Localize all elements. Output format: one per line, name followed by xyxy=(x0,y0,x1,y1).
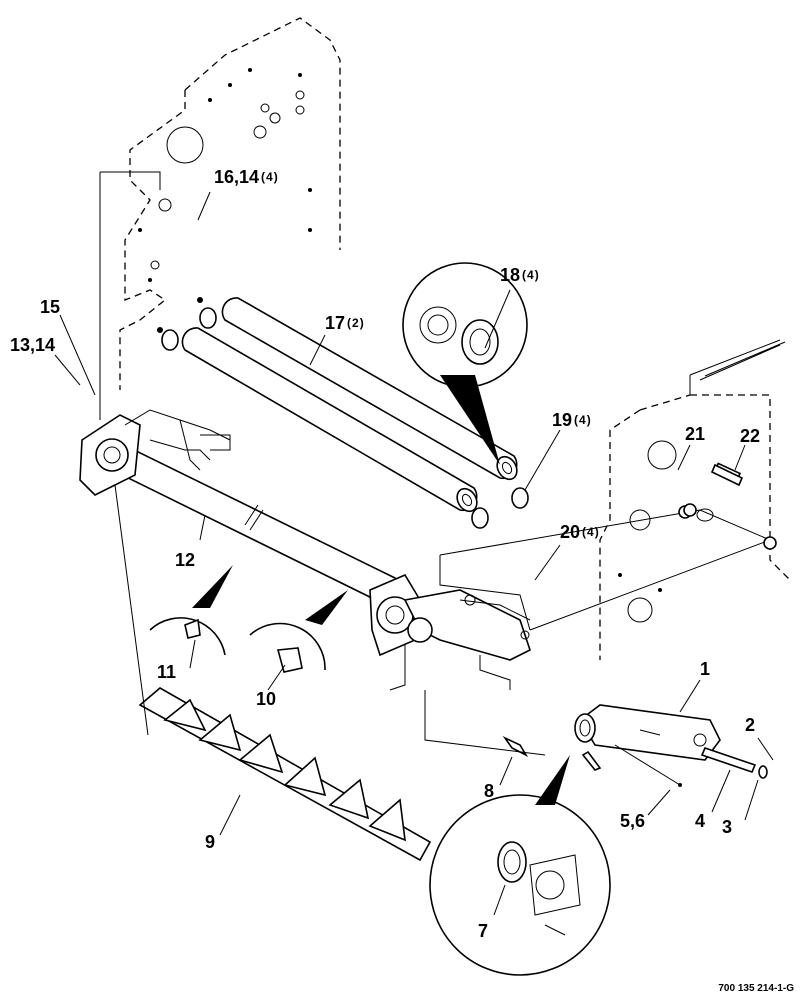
bolt-5-6 xyxy=(614,744,682,787)
figure-code: 700 135 214-1-G xyxy=(718,983,794,994)
label-9: 9 xyxy=(205,833,215,851)
label-text: 16,14 xyxy=(214,167,260,187)
label-text: 13,14 xyxy=(10,335,56,355)
left-side-sheet xyxy=(99,17,341,420)
label-text: 11 xyxy=(157,662,177,682)
left-bearing-plate xyxy=(79,409,231,496)
tine-bar xyxy=(114,484,432,862)
label-text: 17 xyxy=(325,313,346,333)
label-text: 5,6 xyxy=(620,811,646,831)
label-13-14: 13,14 xyxy=(10,336,55,354)
label-text: 3 xyxy=(722,817,733,837)
label-11: 11 xyxy=(157,663,176,681)
label-22: 22 xyxy=(740,427,760,445)
label-7: 7 xyxy=(478,922,488,940)
label-qty: (4) xyxy=(574,413,592,427)
leader-lines xyxy=(54,191,774,916)
label-4: 4 xyxy=(695,812,705,830)
label-3: 3 xyxy=(722,818,732,836)
roller-bearings xyxy=(157,297,529,529)
label-12: 12 xyxy=(175,551,195,569)
callout-11 xyxy=(149,565,233,656)
pin-8 xyxy=(424,690,546,757)
label-5-6: 5,6 xyxy=(620,812,645,830)
arm-1 xyxy=(574,704,721,771)
right-side-sheet xyxy=(599,339,791,660)
label-text: 7 xyxy=(478,921,489,941)
label-text: 15 xyxy=(40,297,61,317)
label-text: 12 xyxy=(175,550,196,570)
label-1: 1 xyxy=(700,660,710,678)
label-10: 10 xyxy=(256,690,276,708)
label-qty: (4) xyxy=(261,170,279,184)
label-text: 21 xyxy=(685,424,706,444)
callout-18 xyxy=(402,262,528,465)
label-text: 2 xyxy=(745,715,756,735)
label-8: 8 xyxy=(484,782,494,800)
label-qty: (4) xyxy=(582,525,600,539)
pin-22 xyxy=(710,463,744,487)
callout-7 xyxy=(429,755,611,976)
label-16-14: 16,14(4) xyxy=(214,168,279,186)
label-21: 21 xyxy=(685,425,705,443)
label-text: 20 xyxy=(560,522,581,542)
callout-10 xyxy=(249,590,348,673)
washer-3 xyxy=(758,765,768,779)
main-tube xyxy=(110,445,397,603)
label-text: 1 xyxy=(700,659,711,679)
label-qty: (4) xyxy=(522,268,540,282)
label-text: 8 xyxy=(484,781,495,801)
roller-upper xyxy=(221,297,518,481)
right-arm-assembly xyxy=(369,573,531,691)
label-text: 10 xyxy=(256,689,277,709)
label-text: 4 xyxy=(695,811,706,831)
pin-4 xyxy=(700,747,757,773)
label-qty: (2) xyxy=(347,316,365,330)
roller-lower xyxy=(181,327,478,513)
label-text: 18 xyxy=(500,265,521,285)
label-text: 22 xyxy=(740,426,761,446)
label-text: 19 xyxy=(552,410,573,430)
label-15: 15 xyxy=(40,298,60,316)
fitting-21 xyxy=(683,503,697,517)
label-17: 17(2) xyxy=(325,314,365,332)
label-19: 19(4) xyxy=(552,411,592,429)
label-18: 18(4) xyxy=(500,266,540,284)
label-20: 20(4) xyxy=(560,523,600,541)
label-2: 2 xyxy=(745,716,755,734)
label-text: 9 xyxy=(205,832,216,852)
